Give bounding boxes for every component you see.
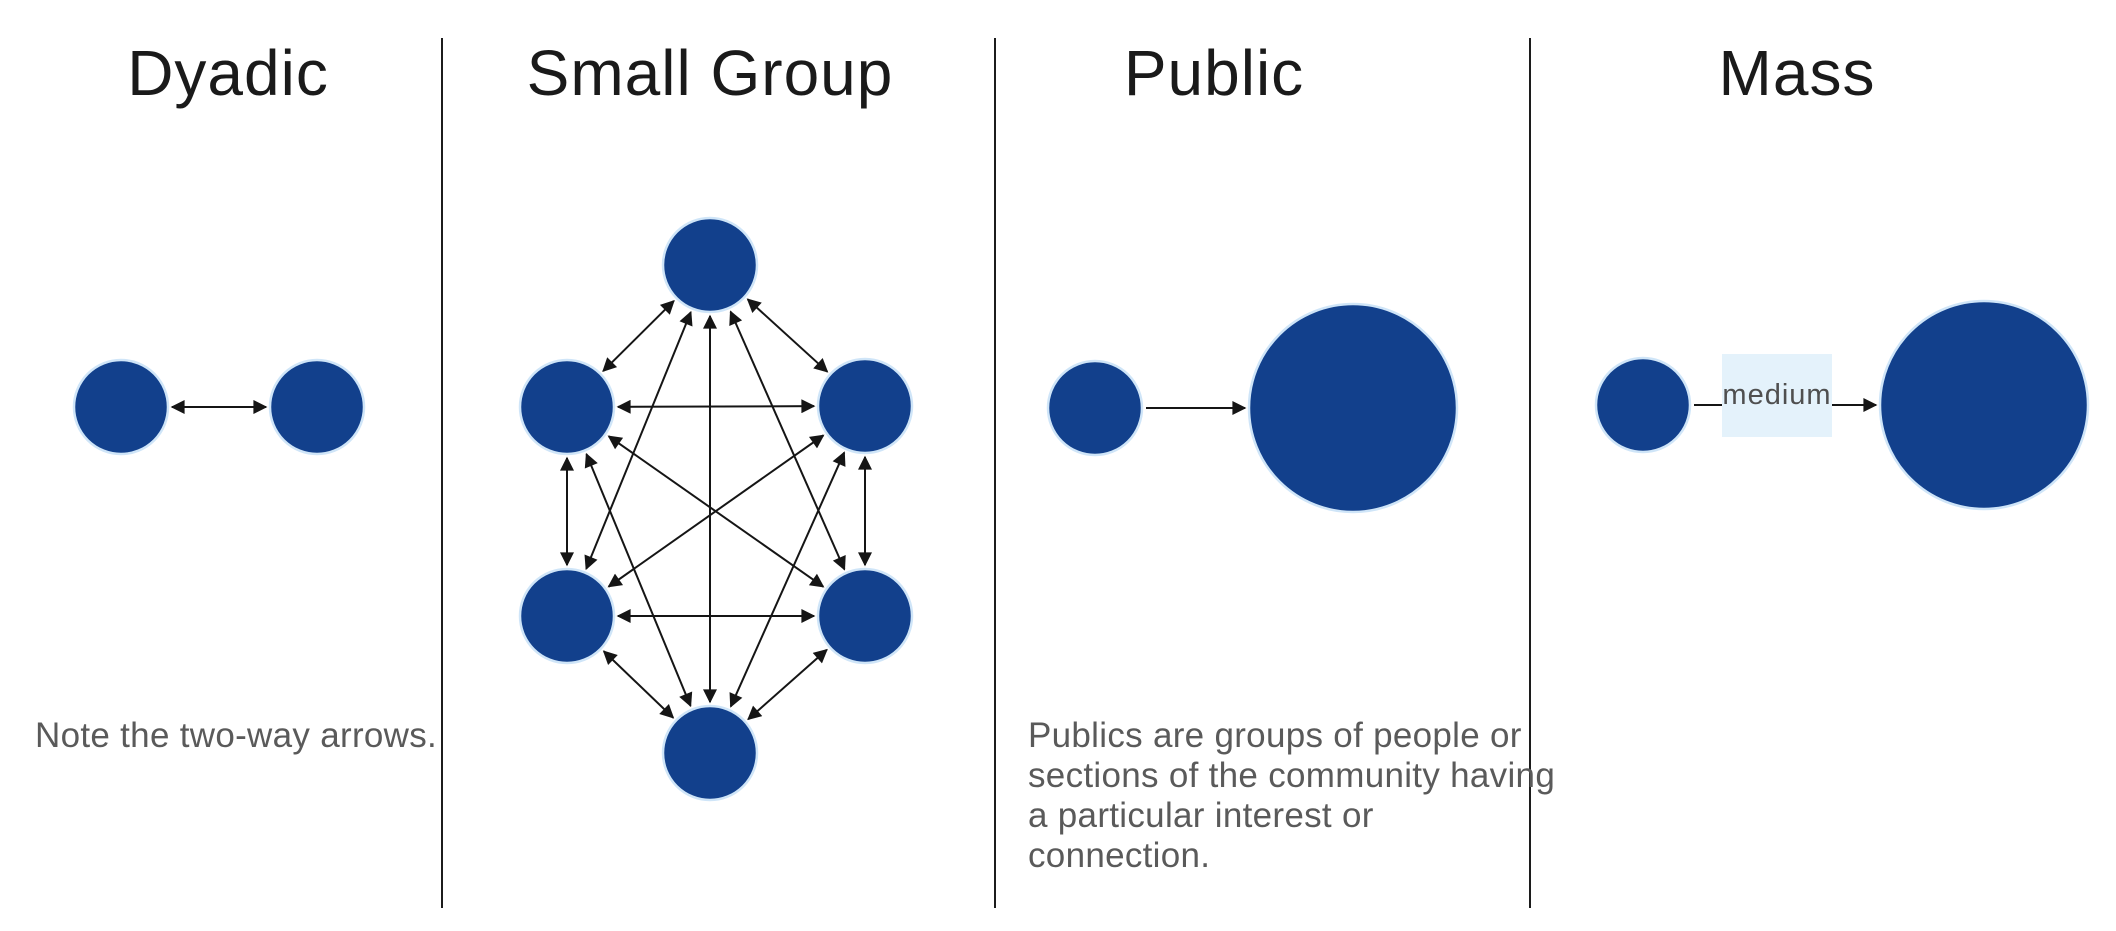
person-node bbox=[816, 357, 914, 455]
two-way-arrow bbox=[584, 452, 693, 708]
two-way-arrow bbox=[746, 298, 829, 373]
edges-group bbox=[170, 298, 1878, 721]
panel-title-dyadic: Dyadic bbox=[127, 37, 329, 109]
person-node bbox=[518, 567, 616, 665]
person-node bbox=[1878, 299, 2090, 511]
two-way-arrow bbox=[602, 299, 675, 373]
dividers-group bbox=[441, 38, 1531, 908]
medium-label-box: medium bbox=[1722, 354, 1832, 437]
person-node bbox=[1594, 356, 1692, 454]
two-way-arrow bbox=[602, 650, 675, 719]
public-caption-line: Publics are groups of people or bbox=[1028, 716, 1522, 755]
person-node bbox=[1046, 359, 1144, 457]
nodes-group bbox=[72, 216, 2090, 802]
person-node bbox=[661, 704, 759, 802]
two-way-arrow bbox=[729, 310, 846, 571]
person-node bbox=[72, 358, 170, 456]
public-caption-line: connection. bbox=[1028, 836, 1211, 875]
public-caption-line: sections of the community having bbox=[1028, 756, 1556, 795]
two-way-arrow bbox=[616, 399, 816, 414]
person-node bbox=[268, 358, 366, 456]
panel-title-public: Public bbox=[1123, 37, 1305, 109]
two-way-arrow bbox=[584, 310, 693, 571]
panel-title-mass: Mass bbox=[1718, 37, 1876, 109]
person-node bbox=[1247, 302, 1459, 514]
person-node bbox=[518, 358, 616, 456]
two-way-arrow bbox=[747, 648, 828, 721]
person-node bbox=[816, 567, 914, 665]
panel-title-small-group: Small Group bbox=[526, 37, 894, 109]
dyadic-caption: Note the two-way arrows. bbox=[35, 716, 438, 755]
public-caption-line: a particular interest or bbox=[1028, 796, 1374, 835]
two-way-arrow bbox=[729, 451, 846, 708]
person-node bbox=[661, 216, 759, 314]
public-caption: Publics are groups of people or sections… bbox=[1028, 716, 1555, 876]
